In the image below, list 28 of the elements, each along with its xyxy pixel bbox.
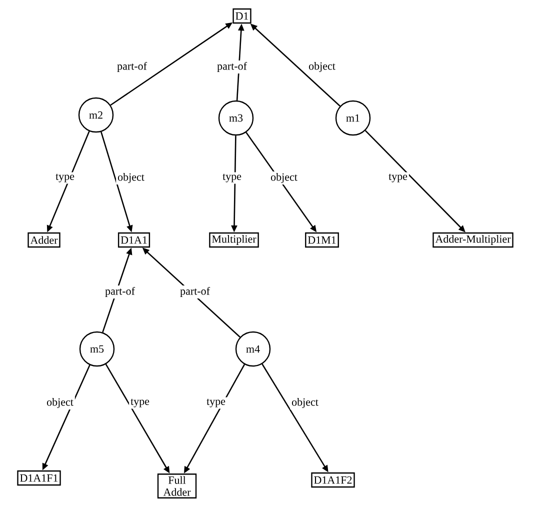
edge-label: part-of xyxy=(116,60,148,74)
edge-label: object xyxy=(290,396,320,410)
label-box: Full Adder xyxy=(157,474,197,498)
label-box: Adder xyxy=(28,232,60,248)
edge-label: type xyxy=(54,172,76,184)
edge-label: object xyxy=(269,172,299,184)
label-box: D1A1F2 xyxy=(311,472,355,488)
edge-label: type xyxy=(205,397,227,409)
edge-label: part-of xyxy=(216,60,248,74)
label-box: D1A1 xyxy=(118,232,150,248)
edge-label: type xyxy=(221,172,243,184)
edge-label: object xyxy=(45,396,75,410)
label-box: Multiplier xyxy=(209,232,259,248)
circle-node: m3 xyxy=(218,100,254,136)
circle-node: m5 xyxy=(79,331,115,367)
circle-node: m4 xyxy=(235,331,271,367)
circle-node: m2 xyxy=(78,97,114,133)
edge-label: part-of xyxy=(104,285,136,299)
edge-label: object xyxy=(307,60,337,74)
circle-node: m1 xyxy=(335,100,371,136)
label-box: D1 xyxy=(232,8,252,24)
edge-label: type xyxy=(129,397,151,409)
edge-label: part-of xyxy=(178,285,212,299)
label-box: D1A1F1 xyxy=(17,470,61,486)
edge-label: object xyxy=(116,172,146,184)
label-box: Adder-Multiplier xyxy=(432,232,514,248)
edge-label: type xyxy=(387,172,409,184)
label-box: D1M1 xyxy=(305,232,339,248)
